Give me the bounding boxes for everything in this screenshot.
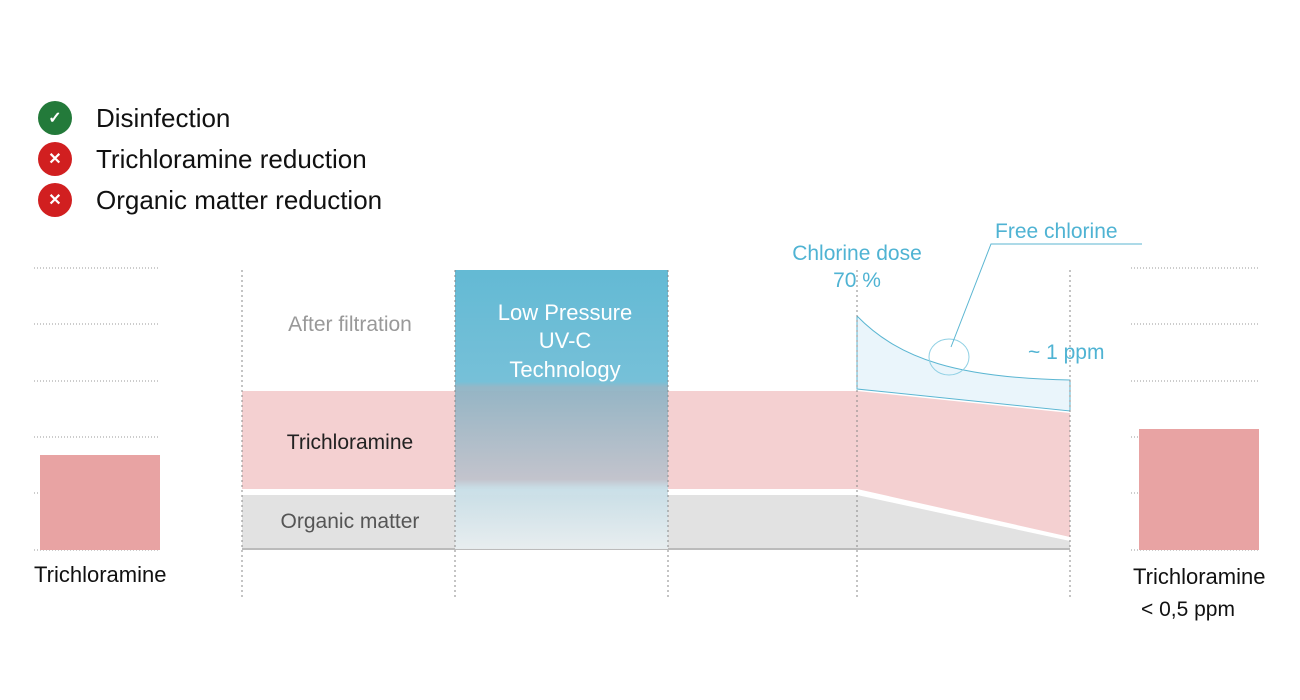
cross-icon: ✕ <box>38 183 72 217</box>
uv-label-line2: UV-C <box>539 328 592 353</box>
legend-label: Disinfection <box>96 102 231 133</box>
check-icon: ✓ <box>38 101 72 135</box>
legend-label: Trichloramine reduction <box>96 143 367 174</box>
left-bar-label: Trichloramine <box>34 562 166 587</box>
right-trichloramine-bar <box>1139 429 1259 550</box>
free-chlorine-highlight <box>928 338 970 376</box>
legend-label: Organic matter reduction <box>96 184 383 215</box>
uv-label-line1: Low Pressure <box>498 300 633 325</box>
legend-disinfection: ✓ Disinfection <box>38 101 230 135</box>
free-chlorine-area <box>856 314 1071 412</box>
legend-organic-matter-reduction: ✕ Organic matter reduction <box>38 183 382 217</box>
trichloramine-label: Trichloramine <box>287 431 413 454</box>
uv-c-block <box>455 270 668 549</box>
organic-matter-label: Organic matter <box>281 510 420 533</box>
chlorine-dose-label: Chlorine dose <box>792 242 922 265</box>
after-filtration-label: After filtration <box>288 313 412 336</box>
free-chlorine-label: Free chlorine <box>995 220 1118 243</box>
free-chlorine-leader <box>950 243 1142 348</box>
left-trichloramine-bar <box>40 455 160 550</box>
legend-trichloramine-reduction: ✕ Trichloramine reduction <box>38 142 367 176</box>
right-bar-value: < 0,5 ppm <box>1141 598 1235 621</box>
uv-label-line3: Technology <box>509 357 620 382</box>
cross-icon: ✕ <box>38 142 72 176</box>
right-bar-label: Trichloramine <box>1133 564 1265 589</box>
ppm-label: ~ 1 ppm <box>1028 341 1104 364</box>
